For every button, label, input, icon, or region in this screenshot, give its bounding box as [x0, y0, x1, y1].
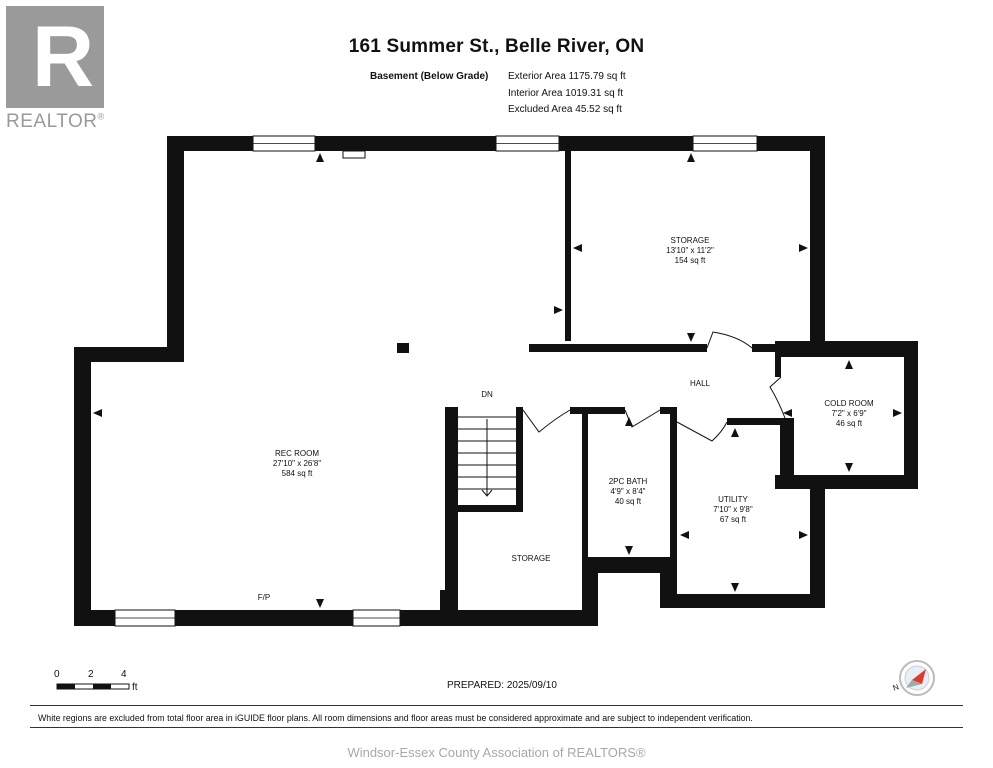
room-storage-bottom: STORAGE: [511, 554, 551, 563]
room-cold-room: COLD ROOM 7'2" x 6'9" 46 sq ft: [809, 399, 889, 429]
room-name: COLD ROOM: [824, 399, 874, 408]
disclaimer-text: White regions are excluded from total fl…: [38, 713, 753, 723]
scale-tick-2: 2: [88, 669, 94, 680]
excluded-area: Excluded Area 45.52 sq ft: [508, 104, 622, 115]
room-dims: 7'2" x 6'9": [831, 409, 867, 418]
room-utility: UTILITY 7'10" x 9'8" 67 sq ft: [693, 495, 773, 525]
compass-icon: [899, 660, 935, 696]
room-area: 154 sq ft: [674, 256, 706, 265]
room-dims: 4'9" x 8'4": [610, 487, 646, 496]
exterior-area: Exterior Area 1175.79 sq ft: [508, 71, 626, 82]
walls: [74, 136, 918, 626]
room-area: 46 sq ft: [835, 419, 863, 428]
room-dims: 27'10" x 26'8": [272, 459, 322, 468]
room-hall: HALL: [689, 379, 710, 388]
interior-area: Interior Area 1019.31 sq ft: [508, 88, 624, 99]
prepared-date: PREPARED: 2025/09/10: [447, 680, 557, 691]
scale-bar: [56, 683, 130, 690]
room-area: 67 sq ft: [719, 515, 747, 524]
realtor-logo-word: REALTOR: [6, 111, 98, 132]
stairs: [458, 416, 516, 497]
room-name: UTILITY: [718, 495, 748, 504]
page-title: 161 Summer St., Belle River, ON: [348, 36, 645, 57]
window-lines: [115, 143, 757, 619]
doors: [522, 331, 786, 442]
realtor-logo-letter: R: [32, 9, 95, 105]
room-area: 40 sq ft: [614, 497, 642, 506]
room-area: 584 sq ft: [281, 469, 313, 478]
room-storage-top: STORAGE 13'10" x 11'2" 154 sq ft: [640, 236, 740, 266]
vent-mark: [342, 150, 366, 159]
fireplace-label: F/P: [257, 593, 271, 602]
divider-top: [30, 705, 963, 706]
realtor-logo: R: [6, 6, 104, 108]
realtor-logo-reg: ®: [97, 111, 105, 122]
room-dims: 13'10" x 11'2": [666, 246, 714, 255]
room-name: REC ROOM: [275, 449, 319, 458]
area-level-label: Basement (Below Grade): [370, 71, 489, 82]
room-name: 2PC BATH: [608, 477, 648, 486]
room-2pc-bath: 2PC BATH 4'9" x 8'4" 40 sq ft: [596, 477, 660, 507]
room-rec-room: REC ROOM 27'10" x 26'8" 584 sq ft: [247, 449, 347, 479]
room-name: STORAGE: [670, 236, 710, 245]
stairs-label: DN: [481, 390, 493, 399]
scale-unit: ft: [132, 682, 138, 693]
divider-bottom: [30, 727, 963, 728]
realtor-logo-text: REALTOR®: [6, 111, 105, 133]
windows: [114, 135, 758, 627]
scale-tick-4: 4: [121, 669, 127, 680]
room-dims: 7'10" x 9'8": [713, 505, 753, 514]
scale-tick-0: 0: [54, 669, 60, 680]
dimension-arrows: [93, 153, 902, 608]
footer-watermark: Windsor-Essex County Association of REAL…: [347, 745, 646, 760]
